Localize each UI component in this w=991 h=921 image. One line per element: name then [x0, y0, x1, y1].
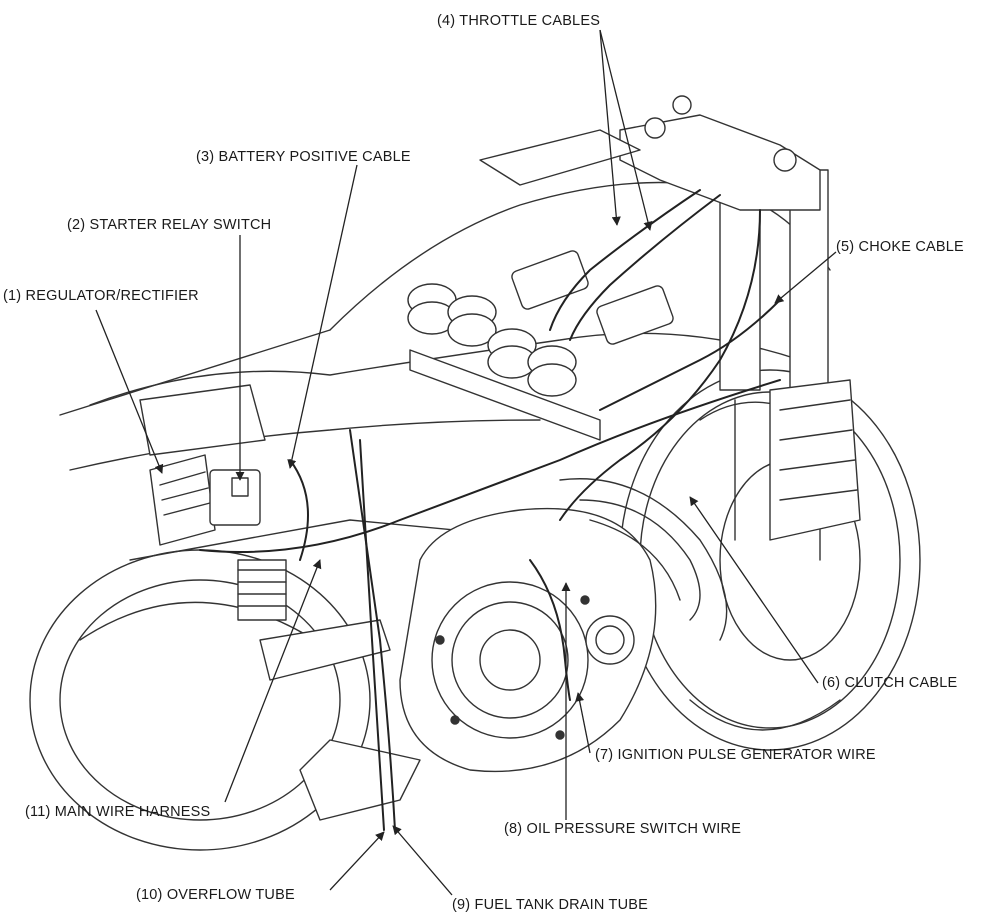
cable-routing [199, 189, 781, 831]
label-fuel-tank-drain-tube: (9) FUEL TANK DRAIN TUBE [452, 897, 649, 913]
label-overflow-tube: (10) OVERFLOW TUBE [136, 887, 295, 903]
starter-relay [209, 469, 261, 526]
label-clutch-cable: (6) CLUTCH CABLE [822, 675, 958, 691]
engine-crankcase [399, 507, 657, 773]
handlebar [479, 129, 641, 186]
battery-box [139, 384, 266, 456]
throttle-cable-2 [569, 194, 721, 341]
label-ignition-pulse-generator-wire: (7) IGNITION PULSE GENERATOR WIRE [595, 747, 876, 763]
label-battery-positive-cable: (3) BATTERY POSITIVE CABLE [196, 149, 411, 165]
choke-cable-line [599, 299, 781, 411]
carburetor-bank [407, 283, 601, 441]
label-choke-cable: (5) CHOKE CABLE [836, 239, 964, 255]
label-oil-pressure-switch-wire: (8) OIL PRESSURE SWITCH WIRE [504, 821, 742, 837]
harness-line [199, 379, 781, 553]
label-regulator-rectifier: (1) REGULATOR/RECTIFIER [3, 288, 199, 304]
sensor-wire [529, 559, 571, 701]
footpeg-bracket [299, 739, 421, 821]
swingarm [259, 619, 391, 681]
rear-shock [237, 559, 287, 621]
engine-drawing [29, 95, 921, 851]
frame-lower-rail [69, 419, 541, 471]
regulator-unit [149, 454, 216, 546]
battery-cable-line [289, 459, 309, 561]
throttle-cable-1 [549, 189, 701, 331]
seat-rail [59, 329, 331, 416]
ignition-coils [511, 250, 674, 345]
leader-lines [95, 29, 837, 896]
exhaust-pipes [559, 478, 728, 641]
clutch-cable-line [559, 209, 761, 521]
radiator [769, 379, 861, 541]
label-starter-relay-switch: (2) STARTER RELAY SWITCH [67, 217, 272, 233]
drain-tube-line [349, 429, 396, 831]
overflow-tube-line [359, 439, 385, 831]
label-throttle-cables: (4) THROTTLE CABLES [437, 13, 601, 29]
label-main-wire-harness: (11) MAIN WIRE HARNESS [25, 804, 211, 820]
